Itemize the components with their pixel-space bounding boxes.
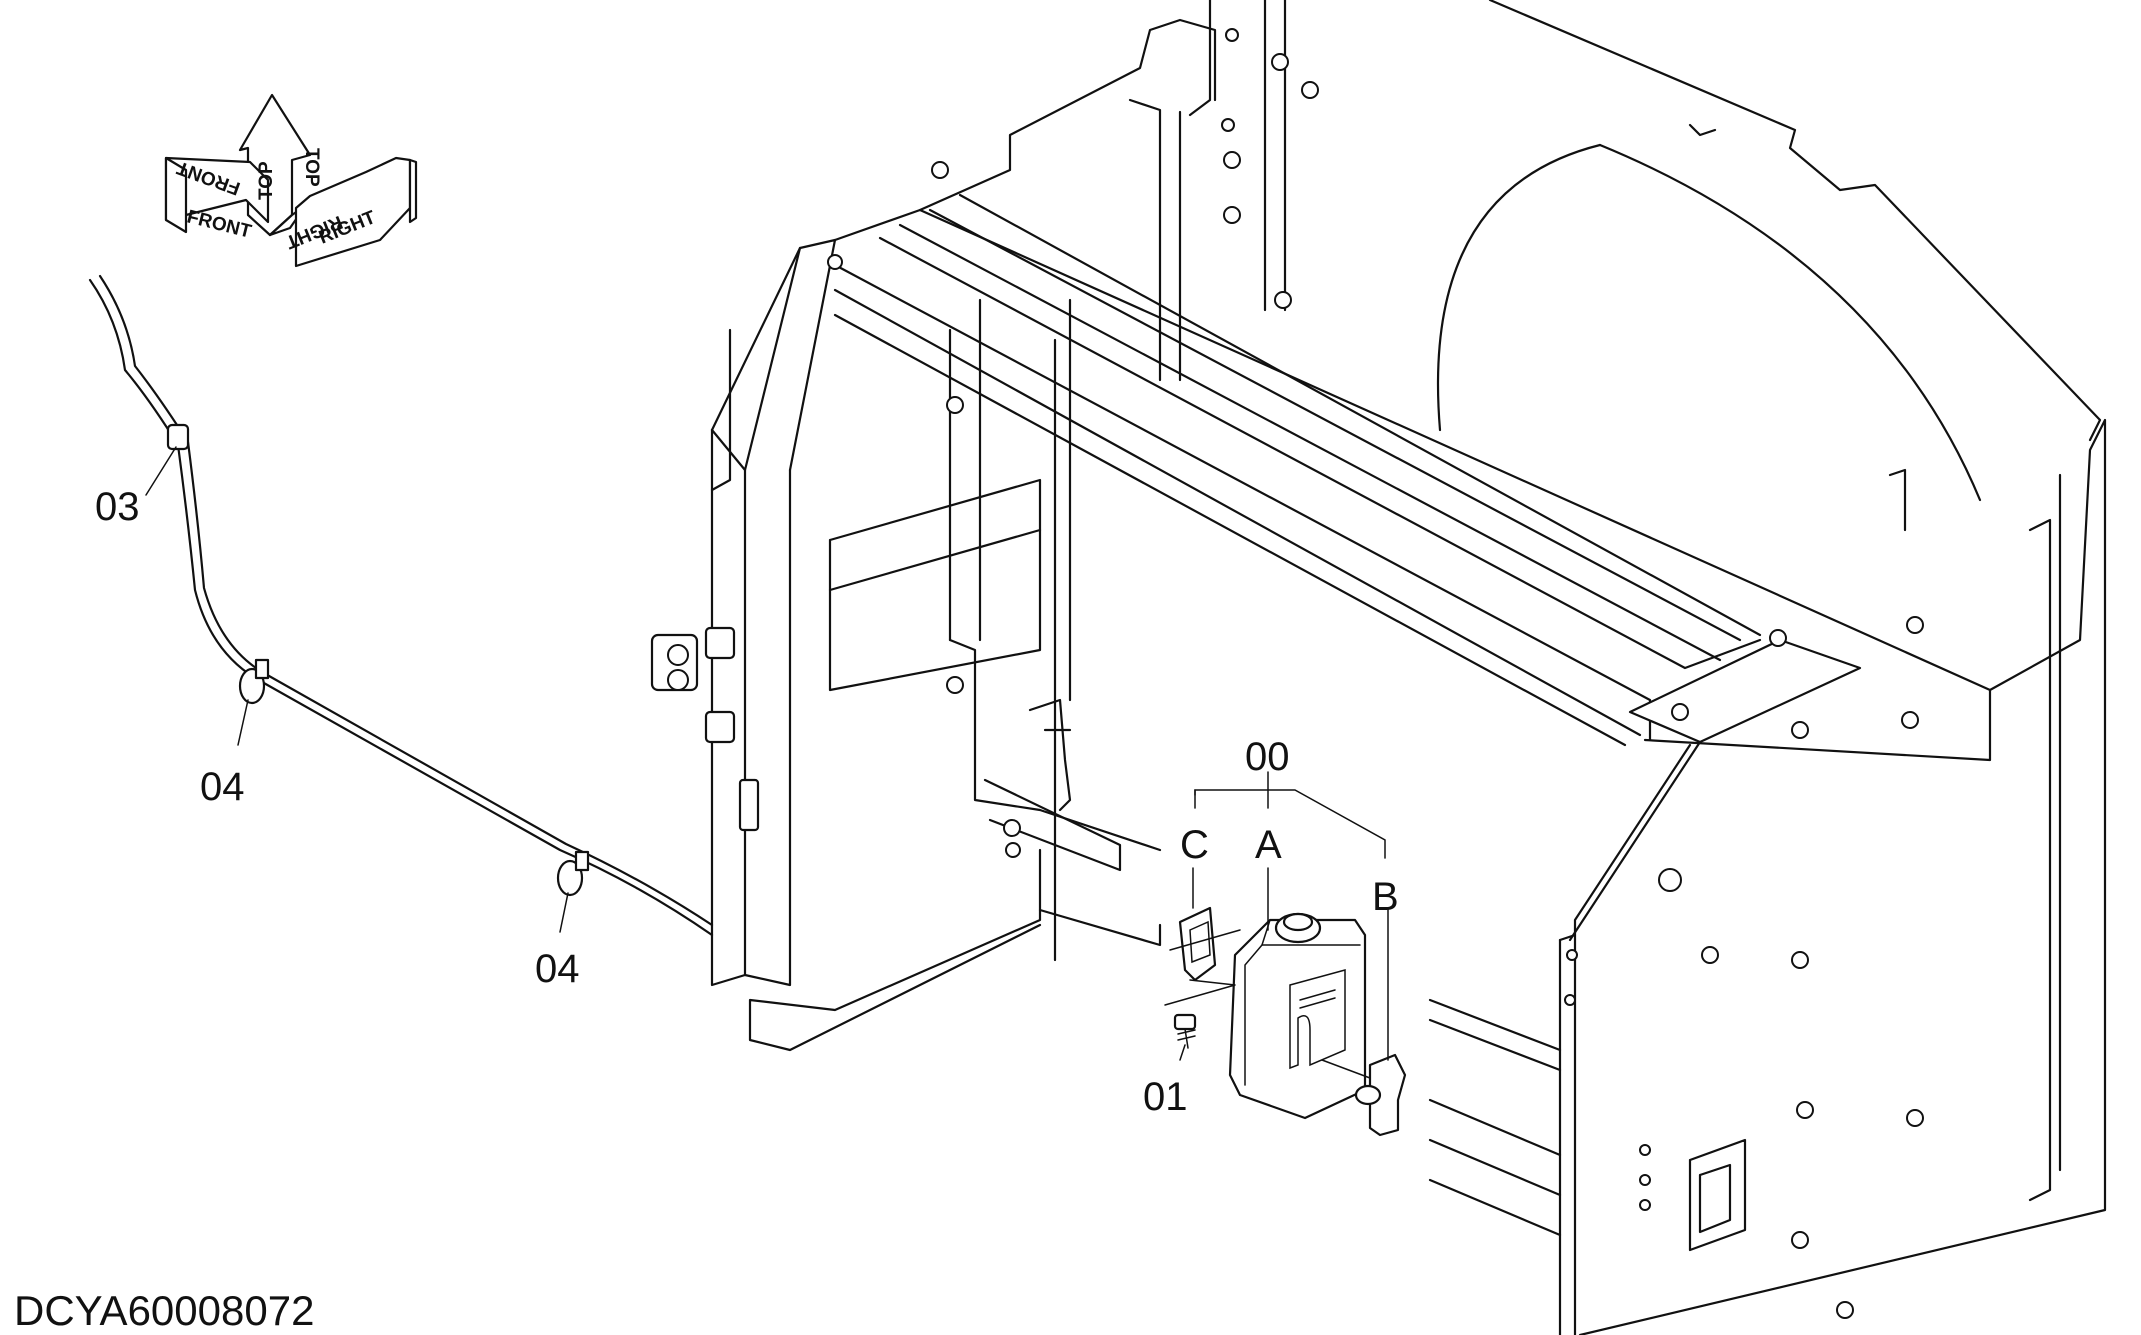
hose-clip-03 [166, 423, 190, 451]
callout-00: 00 [1245, 735, 1290, 779]
washer-pump [1368, 1053, 1407, 1137]
tank-bracket [1178, 906, 1217, 982]
top-label: TOP [256, 161, 277, 200]
callout-01: 01 [1143, 1075, 1188, 1119]
callout-b: B [1372, 875, 1399, 919]
callout-c: C [1180, 823, 1209, 867]
frame-structure [650, 0, 2107, 1335]
leader-lines [145, 446, 1389, 1061]
front-label: FRONT [185, 206, 254, 242]
callout-04-b: 04 [535, 947, 580, 991]
top-label-mirror: TOP [301, 148, 322, 187]
washer-tank-assembly [1164, 906, 1407, 1137]
orientation-indicator: FRONT FRONT TOP TOP RIGHT RIGHT [164, 93, 418, 268]
mounting-screw [1173, 1013, 1197, 1049]
washer-hose [88, 274, 714, 937]
drawing-code: DCYA60008072 [14, 1287, 314, 1334]
callout-03: 03 [95, 485, 140, 529]
callout-04-a: 04 [200, 765, 245, 809]
callout-a: A [1255, 823, 1282, 867]
